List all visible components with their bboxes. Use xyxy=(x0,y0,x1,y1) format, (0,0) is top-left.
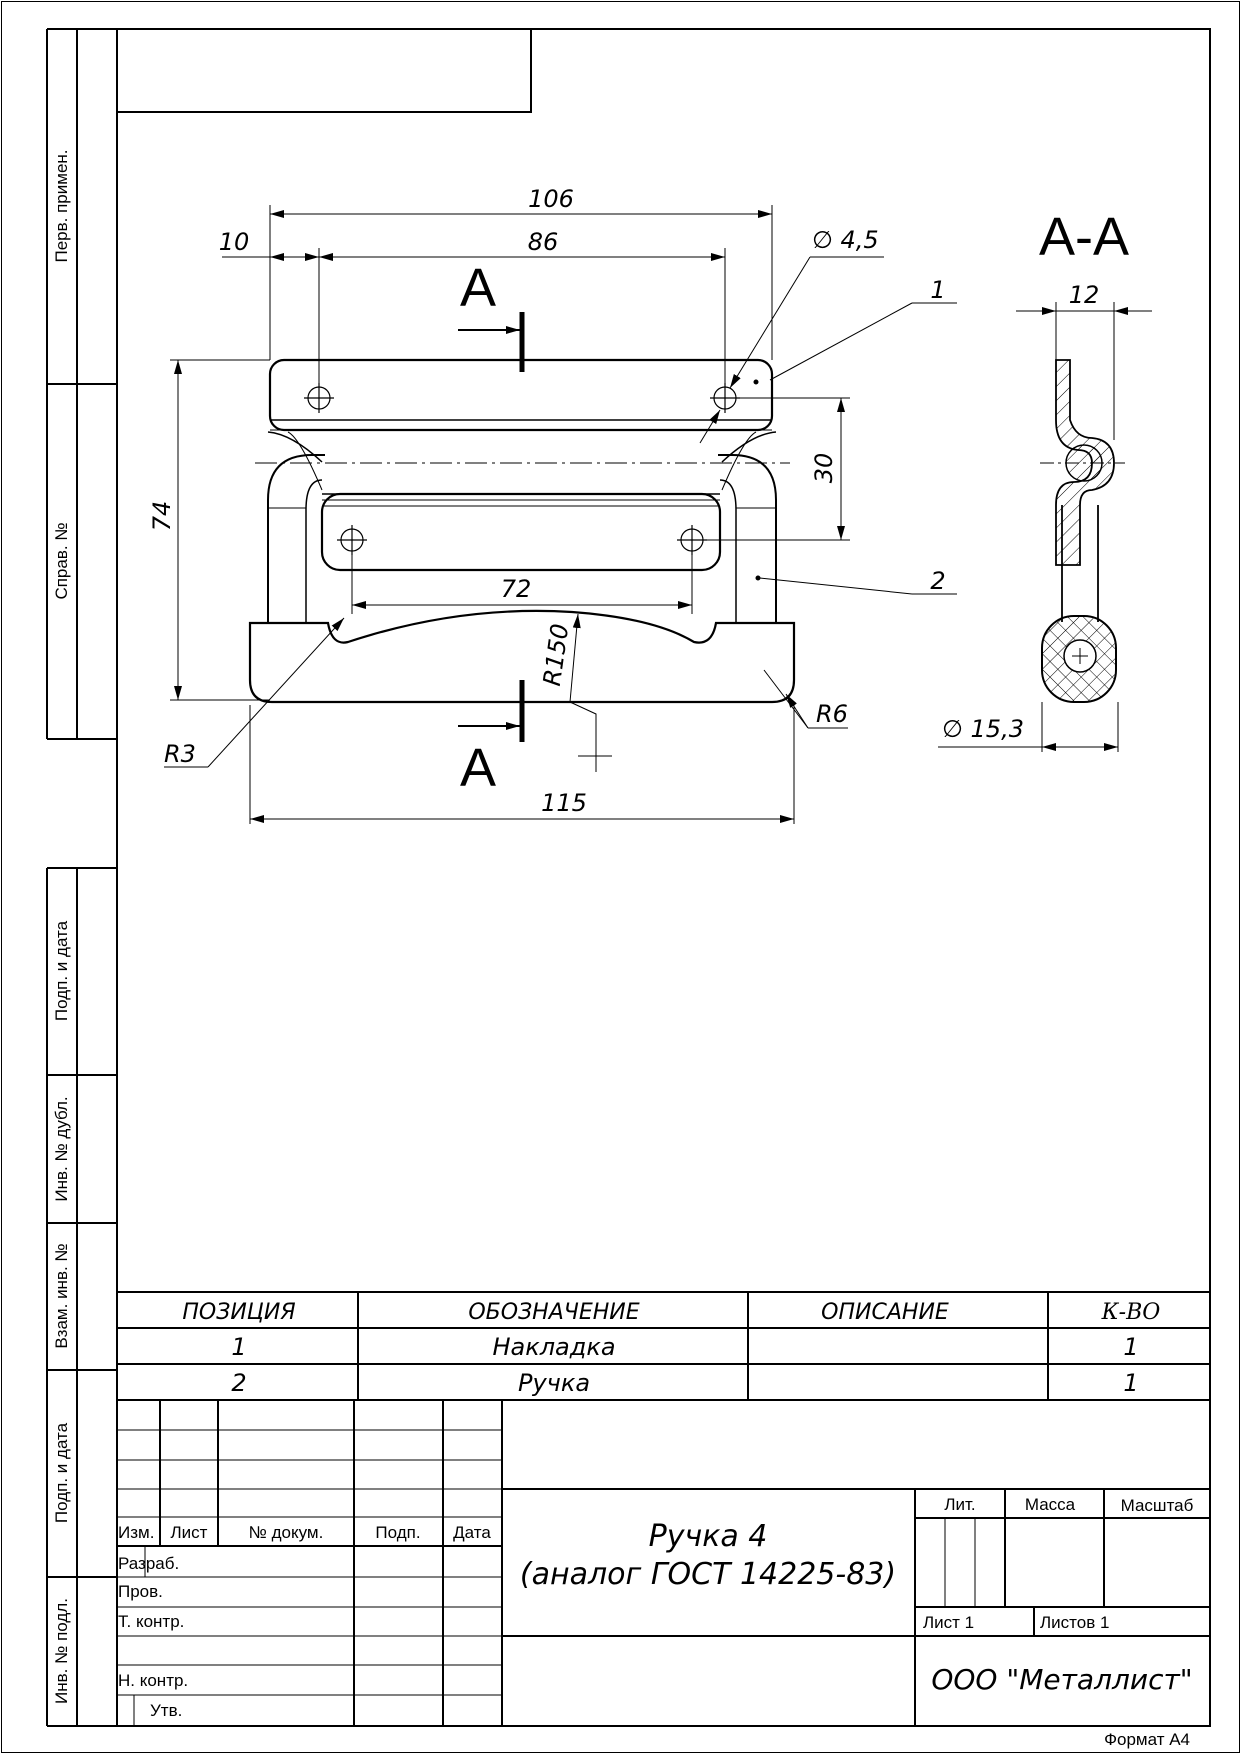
parts-row-2-designation: Ручка xyxy=(518,1369,590,1397)
tb-title-line1: Ручка 4 xyxy=(649,1519,768,1554)
stamp-perv-primen: Перв. примен. xyxy=(52,149,71,262)
top-left-stamp xyxy=(116,28,532,113)
tb-col-date: Дата xyxy=(453,1523,491,1542)
left-margin-stamps xyxy=(46,28,117,1727)
dim-hole-diameter: ∅ 4,5 xyxy=(812,226,879,254)
dimension-lines xyxy=(164,205,957,824)
tb-role-prov: Пров. xyxy=(118,1582,163,1601)
parts-header-description: ОПИСАНИЕ xyxy=(821,1300,949,1325)
callout-1: 1 xyxy=(930,276,945,304)
dim-r3: R3 xyxy=(164,740,196,768)
dim-10: 10 xyxy=(219,228,250,256)
stamp-sprav-no: Справ. № xyxy=(52,522,71,599)
dim-115: 115 xyxy=(541,789,587,817)
parts-row-1-designation: Накладка xyxy=(492,1333,615,1361)
tb-scale-label: Масштаб xyxy=(1121,1496,1194,1515)
section-label-top: А xyxy=(460,258,496,318)
parts-header-position: ПОЗИЦИЯ xyxy=(182,1300,295,1325)
dim-grip-diameter: ∅ 15,3 xyxy=(942,715,1024,743)
section-a-a xyxy=(938,302,1152,752)
dim-r150: R150 xyxy=(538,622,574,688)
drawing-frame xyxy=(116,28,1211,1727)
tb-sheets: Листов 1 xyxy=(1040,1613,1109,1632)
dim-72: 72 xyxy=(501,575,532,603)
handle-front-view xyxy=(248,358,796,704)
dim-86: 86 xyxy=(528,228,559,256)
parts-header-designation: ОБОЗНАЧЕНИЕ xyxy=(468,1300,639,1325)
grip xyxy=(248,609,796,704)
dim-12: 12 xyxy=(1069,281,1100,309)
tb-col-izm: Изм. xyxy=(118,1523,154,1542)
lower-plate xyxy=(320,492,722,572)
section-markers xyxy=(458,312,525,742)
tb-company: ООО "Металлист" xyxy=(931,1663,1192,1696)
section-title: А-А xyxy=(1039,207,1129,267)
parts-row-2-qty: 1 xyxy=(1123,1369,1138,1397)
tb-col-sign: Подп. xyxy=(375,1523,420,1542)
title-block-grid xyxy=(117,1400,1210,1726)
tb-format: Формат А4 xyxy=(1104,1730,1190,1749)
tb-role-utv: Утв. xyxy=(150,1701,182,1720)
tb-col-list: Лист xyxy=(171,1523,208,1542)
parts-header-qty: К-ВО xyxy=(1101,1300,1161,1325)
stamp-vzam-inv: Взам. инв. № xyxy=(52,1243,71,1348)
tb-col-doc: № докум. xyxy=(249,1523,324,1542)
tb-sheet: Лист 1 xyxy=(923,1613,974,1632)
tb-mass-label: Масса xyxy=(1025,1495,1076,1514)
mounting-holes xyxy=(304,383,740,555)
tb-role-razrab: Разраб. xyxy=(118,1554,179,1573)
tb-lit-label: Лит. xyxy=(944,1495,975,1514)
callout-2: 2 xyxy=(930,567,945,595)
dim-106: 106 xyxy=(528,185,574,213)
tb-role-nkontr: Н. контр. xyxy=(118,1671,188,1690)
parts-row-1-position: 1 xyxy=(231,1333,246,1361)
dim-r6: R6 xyxy=(816,700,848,728)
section-label-bottom: А xyxy=(460,738,496,798)
stamp-inv-podl: Инв. № подл. xyxy=(52,1598,71,1704)
dim-74: 74 xyxy=(148,501,176,532)
parts-table xyxy=(117,1291,1210,1401)
stamp-podp-data-1: Подп. и дата xyxy=(52,920,71,1021)
stamp-podp-data-2: Подп. и дата xyxy=(52,1422,71,1523)
tb-title-line2: (аналог ГОСТ 14225-83) xyxy=(520,1557,896,1592)
dim-30: 30 xyxy=(810,453,838,484)
parts-row-1-qty: 1 xyxy=(1123,1333,1138,1361)
stamp-inv-dubl: Инв. № дубл. xyxy=(52,1096,71,1201)
parts-row-2-position: 2 xyxy=(231,1369,246,1397)
tb-role-tkontr: Т. контр. xyxy=(118,1612,184,1631)
